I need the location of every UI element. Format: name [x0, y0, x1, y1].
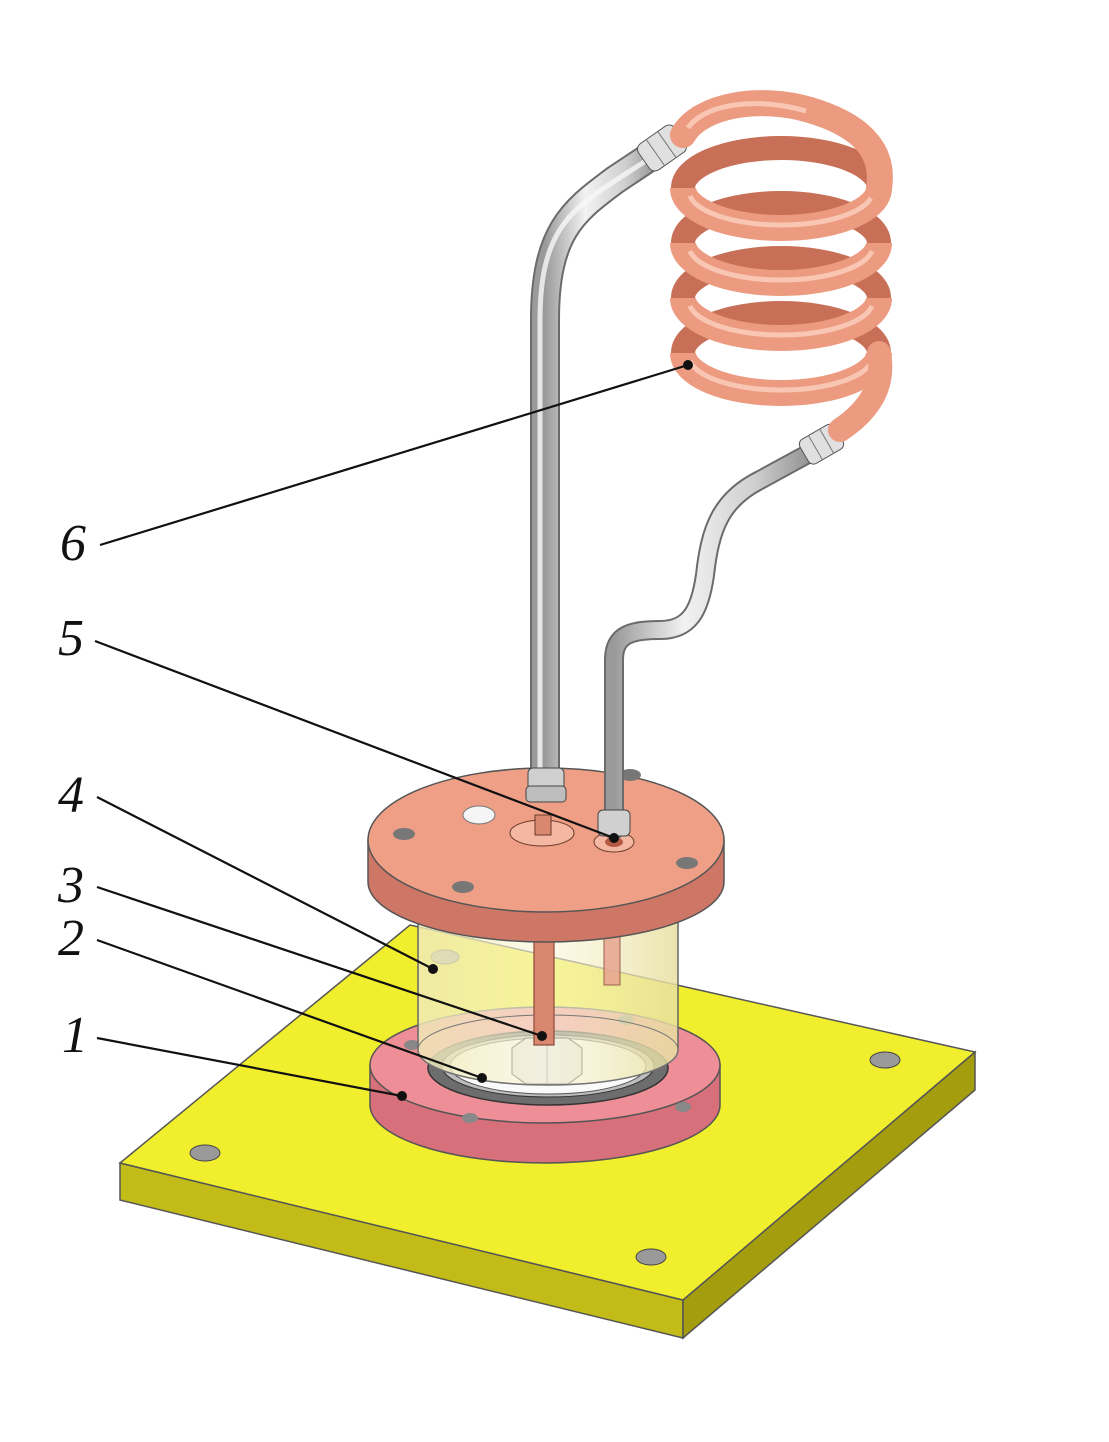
lid-port-plug	[462, 805, 496, 825]
supply-tube	[525, 124, 687, 803]
base-bolt-hole	[189, 1144, 221, 1162]
leader-line-6	[99, 363, 689, 547]
callout-label-5: 5	[58, 610, 84, 667]
leader-dot-2	[477, 1073, 487, 1083]
lid-bolt-hole	[619, 769, 641, 781]
leader-dot-3	[537, 1031, 547, 1041]
flange-bolt-hole	[462, 1113, 478, 1123]
callout-label-6: 6	[60, 515, 86, 572]
flange-bolt-hole	[404, 1040, 420, 1050]
leader-lines	[94, 363, 689, 1098]
lid-bolt-hole	[452, 881, 474, 893]
leader-dot-4	[428, 964, 438, 974]
base-bolt-hole	[635, 1248, 667, 1266]
lid-bolt-hole	[676, 857, 698, 869]
leader-dot-1	[397, 1091, 407, 1101]
lid-bolt-hole	[393, 828, 415, 840]
base-bolt-hole	[869, 1051, 901, 1069]
leader-line-1	[96, 1036, 403, 1098]
leader-dots	[397, 360, 693, 1101]
return-tube	[597, 423, 845, 840]
leader-dot-6	[683, 360, 693, 370]
return-fitting-bottom	[597, 809, 631, 837]
leader-line-3	[96, 885, 543, 1038]
leader-line-2	[96, 938, 483, 1080]
callout-label-2: 2	[58, 910, 84, 967]
leader-dot-5	[609, 833, 619, 843]
callout-label-3: 3	[57, 857, 84, 914]
leader-line-4	[96, 796, 434, 970]
leader-line-5	[94, 639, 615, 840]
upper-flange	[367, 767, 725, 943]
flange-bolt-hole	[675, 1102, 691, 1112]
callout-label-1: 1	[62, 1007, 88, 1064]
callout-label-4: 4	[58, 767, 84, 824]
copper-coil	[670, 90, 893, 442]
